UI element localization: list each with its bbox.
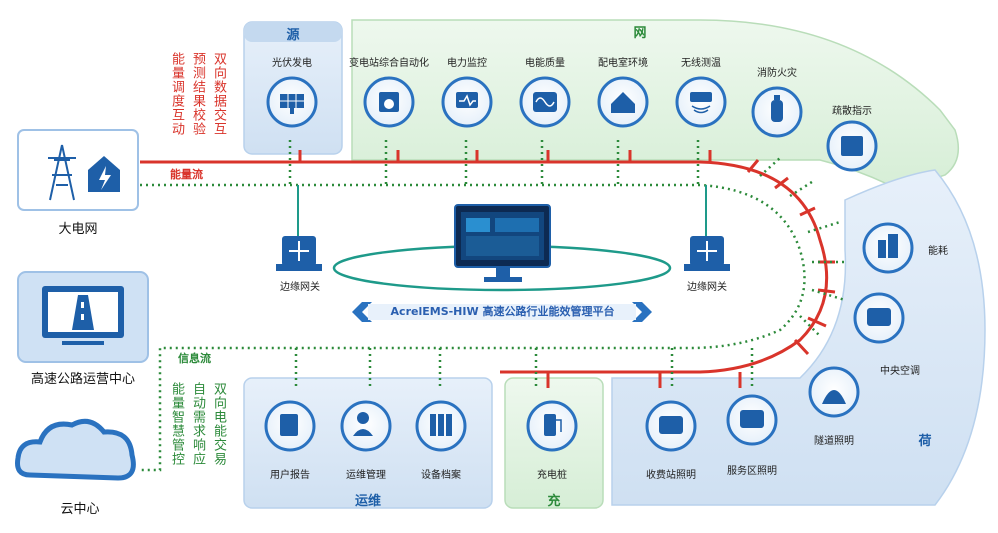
grid-label: 大电网: [58, 222, 98, 237]
top-col-3: 双向数据交互: [211, 52, 226, 136]
info-flow-lines: [138, 140, 846, 472]
power-monitor-label: 电力监控: [447, 58, 487, 69]
info-flow-label: 信息流: [178, 352, 211, 365]
section-source: 源: [286, 28, 300, 43]
top-col-2: 预测结果校验: [190, 52, 205, 136]
evac-label: 疏散指示: [832, 106, 872, 117]
ops-mgmt-icon: [340, 400, 392, 452]
energy-label: 能耗: [928, 246, 948, 257]
ops-mgmt-label: 运维管理: [346, 470, 386, 481]
bottom-col-3: 双向电能交易: [211, 382, 226, 466]
substation-label: 变电站综合自动化: [349, 58, 429, 69]
section-grid: 网: [633, 26, 647, 41]
archive-label: 设备档案: [421, 470, 461, 481]
cloud-icon: [15, 418, 136, 481]
platform-banner: [352, 302, 652, 322]
room-env-label: 配电室环境: [598, 58, 648, 69]
section-charge: 充: [547, 494, 561, 509]
tunnel-label: 隧道照明: [814, 436, 854, 447]
section-ops: 运维: [354, 494, 381, 509]
power-quality-label: 电能质量: [525, 58, 565, 69]
pv-label: 光伏发电: [272, 58, 312, 69]
platform-title: AcrelEMS-HIW 高速公路行业能效管理平台: [390, 305, 615, 318]
monitor-icon: [42, 286, 124, 345]
toll-label: 收费站照明: [646, 470, 696, 481]
platform-screen: [454, 204, 551, 282]
bottom-col-2: 自动需求响应: [190, 382, 205, 466]
ac-label: 中央空调: [880, 366, 920, 377]
house-power-icon: [88, 156, 120, 192]
load-panel: [611, 169, 986, 506]
energy-flow-label: 能量流: [170, 168, 203, 181]
center-label: 高速公路运营中心: [30, 372, 135, 387]
energy-flow-line: [140, 150, 836, 388]
charger-label: 充电桩: [537, 470, 567, 481]
bottom-col-1: 能量智慧管控: [169, 382, 184, 466]
edge-gateway-left-icon: [276, 236, 322, 271]
edge-gateway-right-icon: [684, 236, 730, 271]
cloud-label: 云中心: [60, 502, 100, 517]
grid-panel: [351, 19, 960, 191]
section-load: 荷: [918, 434, 932, 449]
gateway-left-label: 边缘网关: [280, 282, 320, 293]
service-area-label: 服务区照明: [727, 466, 777, 477]
gateway-right-label: 边缘网关: [687, 282, 727, 293]
top-col-1: 能量调度互动: [169, 52, 184, 136]
fire-label: 消防火灾: [757, 68, 797, 79]
wireless-temp-label: 无线测温: [681, 58, 721, 69]
transmission-tower-icon: [48, 144, 76, 201]
report-label: 用户报告: [270, 470, 310, 481]
